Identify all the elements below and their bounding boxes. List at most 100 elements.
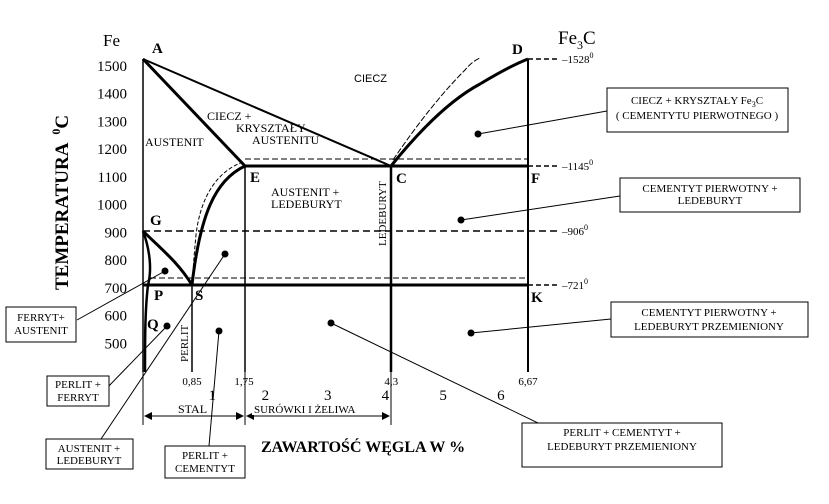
dot-perlit-cem-led — [327, 319, 335, 327]
y-tick-labels: 1500 1400 1300 1200 1100 1000 900 800 700 600 500 — [97, 59, 127, 352]
svg-text:LEDEBURYT: LEDEBURYT — [57, 455, 122, 467]
dot-cem-led — [457, 216, 465, 224]
leader-ferryt-aust — [76, 270, 166, 321]
svg-text:AUSTENIT: AUSTENIT — [14, 325, 68, 337]
y-tick-label: 500 — [105, 336, 128, 352]
x-tick-label: 1 — [209, 388, 217, 404]
liquidus-cd — [389, 57, 529, 167]
callout-cem-led: CEMENTYT PIERWOTNY + LEDEBURYT — [619, 177, 801, 213]
svg-text:PERLIT + CEMENTYT +: PERLIT + CEMENTYT + — [563, 427, 680, 439]
isotherm-906-label: –9060 — [561, 223, 588, 238]
callout-ciecz-fe3c: CIECZ + KRYSZTAŁY Fe3C ( CEMENTYTU PIERW… — [606, 87, 789, 133]
dot-ciecz-fe3c — [474, 130, 482, 138]
point-d: D — [512, 42, 523, 58]
x-tick-label: 0,85 — [182, 376, 202, 388]
y-tick-label: 1300 — [97, 114, 127, 130]
x-tick-label: 4,3 — [384, 376, 398, 388]
callout-ferryt-aust: FERRYT+ AUSTENIT — [5, 306, 77, 343]
callout-perlit-cem: PERLIT + CEMENTYT — [164, 445, 246, 479]
svg-text:PERLIT +: PERLIT + — [55, 379, 101, 391]
region-austenit: AUSTENIT — [145, 135, 204, 149]
y-tick-label: 1500 — [97, 59, 127, 75]
region-ledeburyt-vertical: LEDEBURYT — [377, 181, 389, 246]
acm-line — [190, 164, 246, 286]
y-tick-label: 1000 — [97, 198, 127, 214]
y-axis-title: TEMPERATURA0C — [49, 115, 73, 290]
liquidus-ac — [142, 58, 392, 167]
dot-perlit-cem — [215, 327, 223, 335]
leader-perlit-ferryt — [104, 325, 168, 391]
dot-aust-led — [221, 250, 229, 258]
point-q: Q — [147, 317, 159, 333]
thin-curve-cd — [392, 57, 481, 161]
leader-perlit-cem-led — [330, 322, 568, 438]
dot-perlit-ferryt — [163, 322, 171, 330]
region-ciecz-austenit-1: CIECZ + — [207, 109, 252, 123]
leader-perlit-cem — [208, 330, 220, 447]
svg-text:AUSTENIT +: AUSTENIT + — [58, 443, 121, 455]
y-tick-label: 1100 — [98, 170, 127, 186]
fe3c-label: Fe3C — [558, 28, 596, 52]
region-stal: STAL — [178, 402, 207, 416]
point-g: G — [150, 213, 162, 229]
gp-line — [141, 230, 152, 286]
solidus-ae — [141, 57, 247, 168]
region-perlit-vertical: PERLIT — [179, 324, 191, 362]
isotherm-1528-label: –15280 — [561, 51, 594, 66]
dot-ferryt-aust — [161, 267, 169, 275]
y-tick-label: 600 — [105, 309, 128, 325]
y-tick-label: 700 — [105, 281, 128, 297]
svg-text:CEMENTYT: CEMENTYT — [175, 463, 235, 475]
x-tick-label: 2 — [262, 388, 270, 404]
svg-text:LEDEBURYT PRZEMIENIONY: LEDEBURYT PRZEMIENIONY — [634, 321, 784, 333]
x-tick-label: 1,75 — [234, 376, 254, 388]
region-ciecz: CIECZ — [354, 73, 387, 85]
svg-text:FERRYT: FERRYT — [57, 392, 99, 404]
leader-ciecz-fe3c — [477, 110, 608, 135]
x-tick-label: 6,67 — [518, 376, 538, 388]
svg-text:CIECZ + KRYSZTAŁY Fe3C: CIECZ + KRYSZTAŁY Fe3C — [631, 95, 763, 109]
point-a: A — [152, 41, 163, 57]
y-tick-label: 800 — [105, 253, 128, 269]
region-ciecz-austenit-3: AUSTENITU — [252, 133, 320, 147]
point-e: E — [250, 170, 260, 186]
point-p: P — [154, 288, 163, 304]
leader-aust-led — [98, 253, 226, 443]
y-tick-label: 1400 — [97, 87, 127, 103]
pq-line — [143, 284, 150, 373]
region-ciecz-austenit-2: KRYSZTAŁY — [236, 121, 306, 135]
svg-text:LEDEBURYT PRZEMIENIONY: LEDEBURYT PRZEMIENIONY — [547, 441, 697, 453]
leader-cem-led-prz — [470, 318, 612, 334]
isotherm-721-label: –7210 — [561, 277, 588, 292]
x-tick-label: 3 — [324, 388, 332, 404]
x-tick-label: 5 — [439, 388, 447, 404]
fe-label: Fe — [103, 31, 120, 50]
callout-perlit-cem-led: PERLIT + CEMENTYT + LEDEBURYT PRZEMIENIO… — [521, 422, 723, 468]
acm-dashed — [191, 161, 244, 286]
region-surowki: SURÓWKI I ŻELIWA — [254, 404, 355, 416]
callout-cem-led-prz: CEMENTYT PIERWOTNY + LEDEBURYT PRZEMIENI… — [610, 301, 809, 338]
region-austenit-ledeburyt-1: AUSTENIT + — [271, 185, 339, 199]
x-tick-labels: 0,85 1 1,75 2 3 44,3 5 6 6,67 — [182, 376, 538, 404]
point-f: F — [531, 171, 540, 187]
callout-aust-led: AUSTENIT + LEDEBURYT — [45, 438, 134, 470]
point-s: S — [195, 288, 203, 304]
svg-text:LEDEBURYT: LEDEBURYT — [678, 195, 743, 207]
a3-line — [141, 229, 194, 286]
svg-text:FERRYT+: FERRYT+ — [17, 312, 65, 324]
isotherm-1145-label: –11450 — [561, 158, 593, 173]
point-k: K — [531, 290, 543, 306]
x-axis-title: ZAWARTOŚĆ WĘGLA W % — [261, 437, 465, 456]
svg-text:CEMENTYT PIERWOTNY +: CEMENTYT PIERWOTNY + — [641, 307, 776, 319]
x-tick-label: 4 — [382, 388, 390, 404]
dot-cem-led-prz — [467, 329, 475, 337]
svg-text:PERLIT +: PERLIT + — [182, 450, 228, 462]
y-tick-label: 1200 — [97, 142, 127, 158]
x-tick-label: 6 — [497, 388, 505, 404]
point-c: C — [396, 171, 407, 187]
callout-perlit-ferryt: PERLIT + FERRYT — [46, 375, 110, 407]
y-tick-label: 900 — [105, 225, 128, 241]
region-austenit-ledeburyt-2: LEDEBURYT — [271, 197, 342, 211]
leader-cem-led — [460, 195, 621, 221]
